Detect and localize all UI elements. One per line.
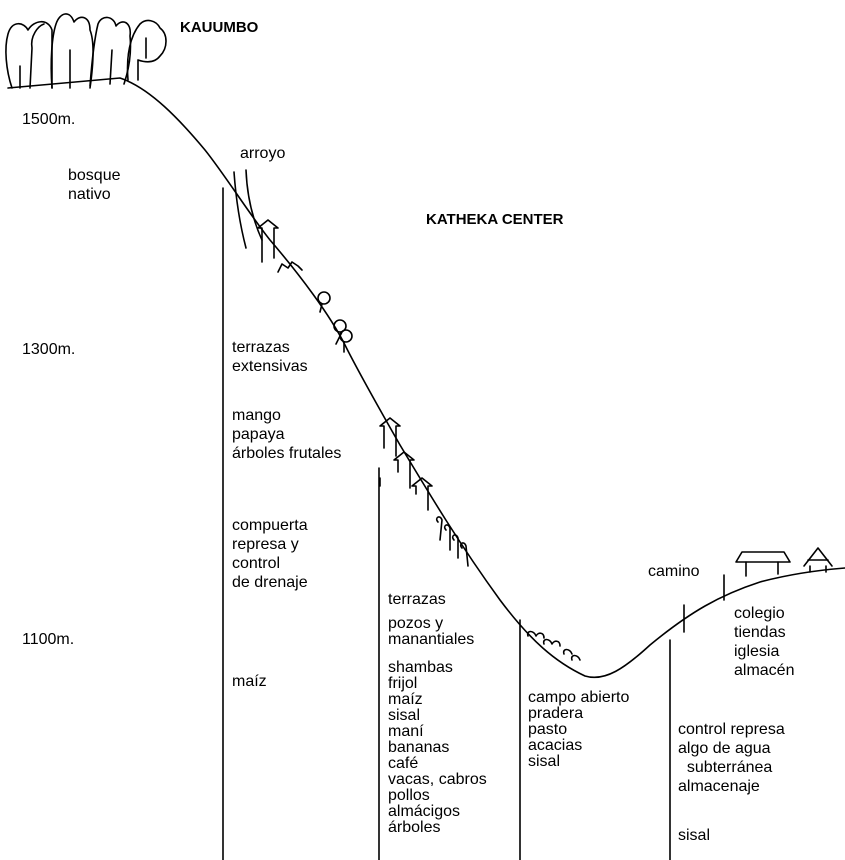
zone-upper-maize: maíz [232, 672, 267, 691]
forest-trees-icon [5, 13, 167, 89]
label-camino: camino [648, 563, 700, 580]
lower-line: almácigos [388, 803, 461, 820]
lower-line: maní [388, 723, 424, 740]
lower-line: terrazas [388, 591, 446, 608]
elevation-1300: 1300m. [22, 341, 76, 358]
far-line: control represa [678, 721, 785, 738]
lower-line: café [388, 755, 419, 772]
village-houses-icon [735, 547, 833, 577]
fruit-trees-icon [317, 291, 353, 353]
zone-upper-fruit: mango papaya árboles frutales [232, 406, 341, 463]
lower-line: vacas, cabros [388, 771, 487, 788]
place-kauumbo: KAUUMBO [180, 19, 259, 36]
far-line: algo de agua [678, 740, 771, 757]
upper-line: compuerta [232, 517, 308, 534]
lower-line: maíz [388, 691, 423, 708]
small-plants-icon [435, 516, 469, 567]
village-line: iglesia [734, 643, 780, 660]
upper-line: árboles frutales [232, 445, 342, 462]
valley-line: pradera [528, 705, 584, 722]
valley-line: acacias [528, 737, 583, 754]
village-line: tiendas [734, 624, 786, 641]
zone-valley: campo abierto pradera pasto acacias sisa… [528, 690, 629, 770]
upper-line: maíz [232, 673, 267, 690]
label-arroyo: arroyo [240, 145, 286, 162]
zone-far-sisal: sisal [678, 826, 710, 845]
valley-line: campo abierto [528, 689, 630, 706]
zone-forest-line: bosque [68, 167, 121, 184]
lower-line: sisal [388, 707, 421, 724]
stream-lines [233, 169, 263, 249]
lower-line: pollos [388, 787, 430, 804]
lower-line: manantiales [388, 631, 475, 648]
village-line: almacén [734, 662, 795, 679]
upper-line: de drenaje [232, 574, 308, 591]
far-line: subterránea [678, 759, 773, 776]
far-line: sisal [678, 827, 711, 844]
terrace-steps-icon [277, 261, 303, 273]
zone-forest: bosque nativo [68, 166, 121, 204]
zone-upper-drainage: compuerta represa y control de drenaje [232, 516, 308, 592]
terrain-profile-line [7, 77, 845, 679]
place-katheka-center: KATHEKA CENTER [426, 211, 564, 228]
zone-far-slope: control represa algo de agua subterránea… [678, 720, 785, 796]
elevation-1500: 1500m. [22, 111, 76, 128]
upper-line: terrazas [232, 339, 290, 356]
village-line: colegio [734, 605, 785, 622]
far-line: almacenaje [678, 778, 760, 795]
zone-upper-terraces: terrazas extensivas [232, 338, 308, 376]
zone-village: colegio tiendas iglesia almacén [734, 604, 794, 680]
upper-line: represa y [232, 536, 299, 553]
lower-line: frijol [388, 675, 418, 692]
valley-line: pasto [528, 721, 568, 738]
upper-line: extensivas [232, 358, 308, 375]
upper-line: control [232, 555, 281, 572]
upper-line: mango [232, 407, 281, 424]
zone-lower-wells: pozos y manantiales [388, 616, 474, 648]
zone-lower-terraces: terrazas [388, 590, 446, 609]
terrace-arrow-icons [257, 219, 433, 511]
lower-line: árboles [388, 819, 441, 836]
valley-shrubs-icon [526, 630, 581, 661]
upper-line: papaya [232, 426, 285, 443]
zone-forest-line: nativo [68, 186, 111, 203]
zone-lower-shambas: shambas frijol maíz sisal maní bananas c… [388, 660, 487, 836]
elevation-1100: 1100m. [22, 631, 75, 648]
lower-line: pozos y [388, 615, 444, 632]
zone-dividers [222, 187, 671, 860]
lower-line: shambas [388, 659, 453, 676]
valley-line: sisal [528, 753, 561, 770]
lower-line: bananas [388, 739, 450, 756]
